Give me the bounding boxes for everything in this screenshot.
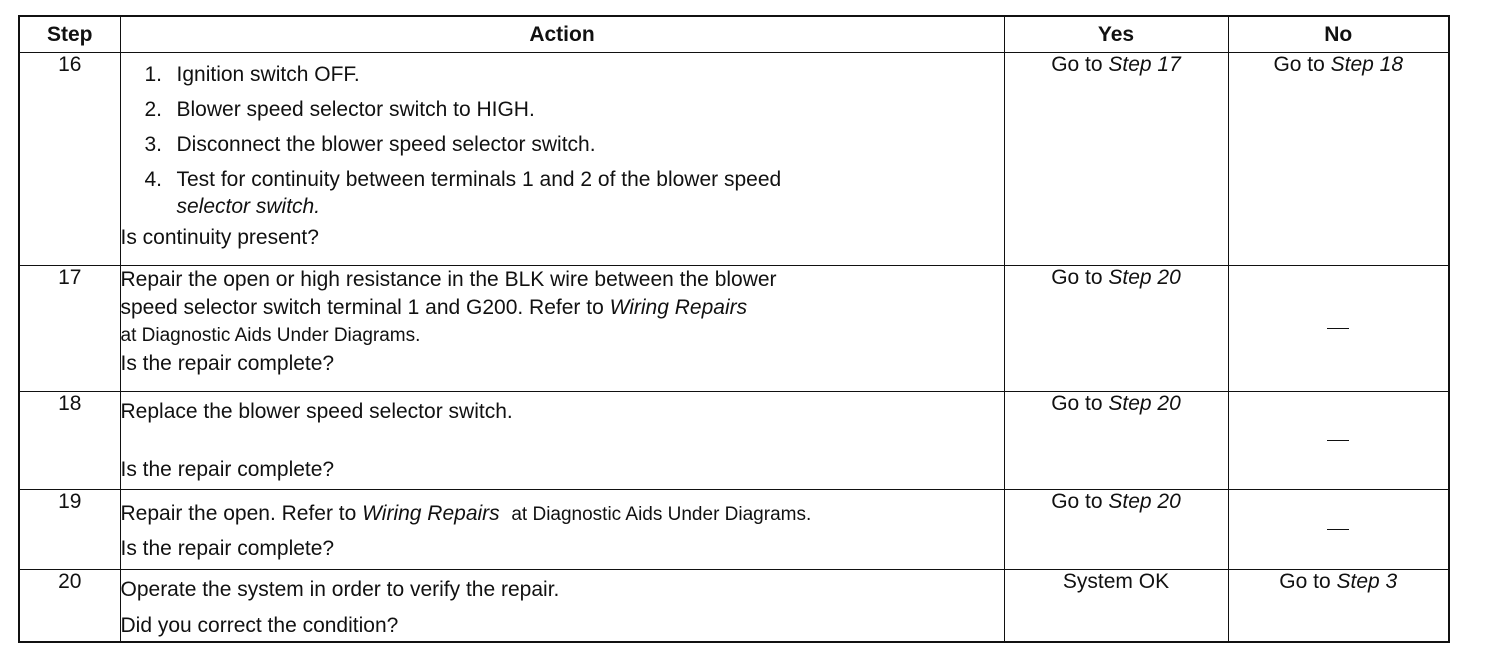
question-text: Is the repair complete? (120, 352, 335, 375)
dash-mark (1327, 529, 1350, 531)
action-cell: Operate the system in order to verify th… (119, 569, 1005, 642)
step-number: 19 (18, 489, 121, 570)
table-row-16: 16 1. Ignition switch OFF. 2. Blower spe… (18, 52, 1450, 266)
table-row-17: 17 Repair the open or high resistance in… (18, 265, 1450, 392)
list-item: 1. Ignition switch OFF. (144, 63, 360, 86)
no-cell: Go to Step 3 (1227, 569, 1450, 642)
wiring-repairs-ref: Wiring Repairs (362, 502, 500, 525)
diagnostic-table: Step Action Yes No 16 1. Ignition switch… (18, 15, 1450, 643)
wiring-repairs-ref: Wiring Repairs (609, 296, 748, 319)
dash-mark (1327, 440, 1350, 442)
action-list: 1. Ignition switch OFF. 2. Blower speed … (121, 61, 1004, 220)
header-yes: Yes (1003, 15, 1229, 53)
step-link: Step 3 (1336, 570, 1398, 593)
dash-mark (1327, 328, 1350, 330)
no-cell (1227, 489, 1450, 570)
header-no: No (1227, 15, 1450, 53)
question-text: Is continuity present? (120, 226, 319, 249)
list-item: 3. Disconnect the blower speed selector … (144, 133, 596, 156)
step-link: Step 20 (1108, 490, 1181, 513)
action-cell: Repair the open. Refer to Wiring Repairs… (119, 489, 1005, 570)
no-cell (1227, 265, 1450, 392)
step-number: 16 (18, 52, 121, 266)
yes-cell: Go to Step 20 (1003, 265, 1229, 392)
step-link: Step 20 (1108, 392, 1181, 415)
action-cell: Replace the blower speed selector switch… (119, 391, 1005, 490)
step-number: 20 (18, 569, 121, 642)
yes-cell: Go to Step 20 (1003, 391, 1229, 490)
step-link: Step 20 (1108, 266, 1181, 289)
step-number: 17 (18, 265, 121, 392)
yes-cell: System OK (1003, 569, 1229, 642)
step-number: 18 (18, 391, 121, 490)
no-cell: Go to Step 18 (1227, 52, 1450, 266)
question-text: Did you correct the condition? (120, 614, 399, 637)
question-text: Is the repair complete? (120, 458, 335, 481)
list-item: 4. Test for continuity between terminals… (144, 168, 782, 218)
header-action: Action (119, 15, 1005, 53)
header-step: Step (18, 15, 121, 53)
yes-cell: Go to Step 20 (1003, 489, 1229, 570)
step-link: Step 18 (1330, 53, 1404, 76)
table-row-20: 20 Operate the system in order to verify… (18, 569, 1450, 642)
action-cell: Repair the open or high resistance in th… (119, 265, 1005, 392)
question-text: Is the repair complete? (120, 537, 335, 560)
table-row-18: 18 Replace the blower speed selector swi… (18, 391, 1450, 490)
yes-cell: Go to Step 17 (1003, 52, 1229, 266)
list-item: 2. Blower speed selector switch to HIGH. (144, 98, 535, 121)
no-cell (1227, 391, 1450, 490)
action-cell: 1. Ignition switch OFF. 2. Blower speed … (119, 52, 1005, 266)
table-row-19: 19 Repair the open. Refer to Wiring Repa… (18, 489, 1450, 570)
step-link: Step 17 (1108, 53, 1181, 76)
header-row: Step Action Yes No (18, 15, 1450, 53)
